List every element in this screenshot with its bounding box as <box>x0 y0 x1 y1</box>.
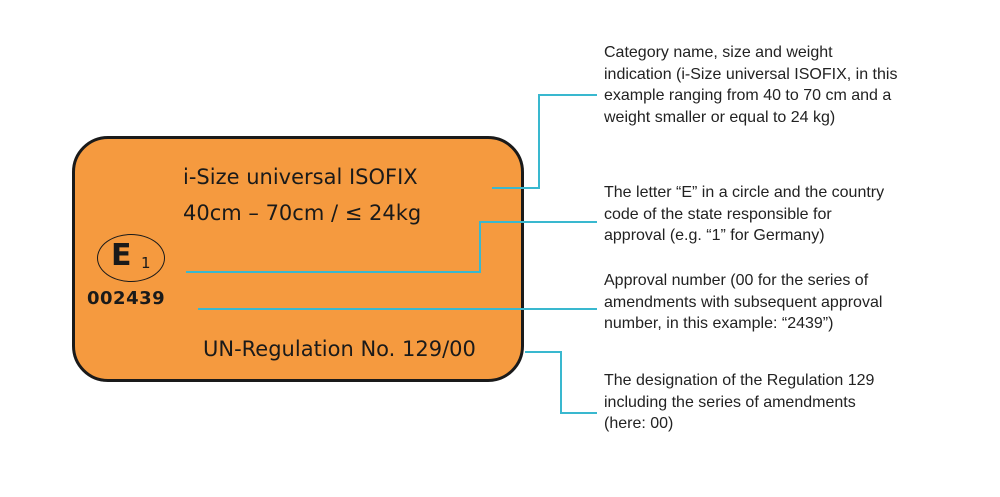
annotation-approval-number: Approval number (00 for the series of am… <box>604 270 994 335</box>
emark-country-code: 1 <box>141 254 151 272</box>
size-weight-text: 40cm – 70cm / ≤ 24kg <box>183 201 422 225</box>
emark-letter: E <box>111 238 132 273</box>
annotation-line: weight smaller or equal to 24 kg) <box>604 108 836 126</box>
annotation-line: Approval number (00 for the series of <box>604 272 869 289</box>
category-text: i-Size universal ISOFIX <box>183 165 418 189</box>
annotation-line: The designation of the Regulation 129 <box>604 372 875 389</box>
annotation-line: code of the state responsible for <box>604 205 832 223</box>
approval-number: 002439 <box>87 288 166 309</box>
regulation-text: UN-Regulation No. 129/00 <box>203 337 476 361</box>
annotation-regulation: The designation of the Regulation 129 in… <box>604 370 994 435</box>
annotation-line: amendments with subsequent approval <box>604 293 883 311</box>
annotation-line: The letter “E” in a circle and the count… <box>604 184 885 201</box>
connector-category <box>492 94 597 189</box>
annotation-category: Category name, size and weight indicatio… <box>604 42 994 128</box>
annotation-line: indication (i-Size universal ISOFIX, in … <box>604 65 898 83</box>
annotation-emark: The letter “E” in a circle and the count… <box>604 182 994 247</box>
annotation-line: example ranging from 40 to 70 cm and a <box>604 87 892 104</box>
approval-label: i-Size universal ISOFIX 40cm – 70cm / ≤ … <box>72 136 524 382</box>
emark-circle <box>97 234 165 282</box>
connector-emark <box>186 221 597 273</box>
annotation-line: including the series of amendments <box>604 393 856 411</box>
annotation-line: approval (e.g. “1” for Germany) <box>604 227 825 244</box>
annotation-line: number, in this example: “2439”) <box>604 315 834 332</box>
connector-regulation <box>525 351 597 414</box>
annotation-line: Category name, size and weight <box>604 44 833 61</box>
annotation-line: (here: 00) <box>604 415 674 432</box>
